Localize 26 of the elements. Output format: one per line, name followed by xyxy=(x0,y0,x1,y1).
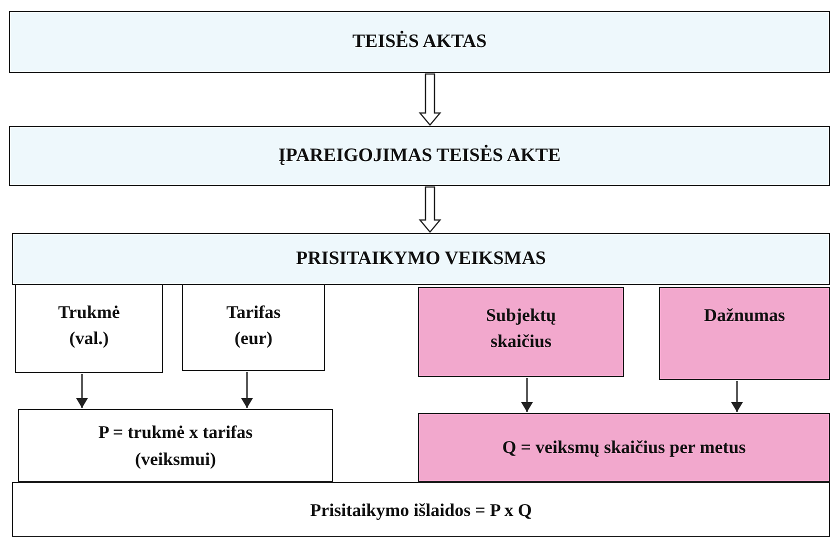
process-box xyxy=(15,284,163,373)
box-label: Tarifas (eur) xyxy=(225,301,282,350)
process-box xyxy=(18,409,333,482)
box-label: PRISITAIKYMO VEIKSMAS xyxy=(296,247,546,272)
box-label: Prisitaikymo išlaidos = P x Q xyxy=(310,499,532,522)
process-box xyxy=(418,413,830,482)
box-label: P = trukmė x tarifas (veiksmui) xyxy=(97,421,254,471)
header-band xyxy=(9,126,830,186)
box-label: Trukmė (val.) xyxy=(57,301,121,350)
process-box xyxy=(12,482,830,537)
arrow xyxy=(521,378,533,412)
process-box xyxy=(418,287,624,377)
arrow xyxy=(731,381,743,412)
header-band xyxy=(9,11,830,73)
block-arrow xyxy=(418,73,442,126)
process-box xyxy=(182,284,325,371)
box-label: Subjektų skaičius xyxy=(484,304,558,354)
block-arrow xyxy=(418,186,442,234)
process-box xyxy=(659,287,830,380)
arrow xyxy=(76,374,88,408)
box-label: ĮPAREIGOJIMAS TEISĖS AKTE xyxy=(278,144,561,168)
arrow xyxy=(241,372,253,408)
header-band xyxy=(12,233,830,285)
box-label: TEISĖS AKTAS xyxy=(352,30,487,54)
box-label: Dažnumas xyxy=(704,304,785,327)
box-label: Q = veiksmų skaičius per metus xyxy=(502,436,746,460)
